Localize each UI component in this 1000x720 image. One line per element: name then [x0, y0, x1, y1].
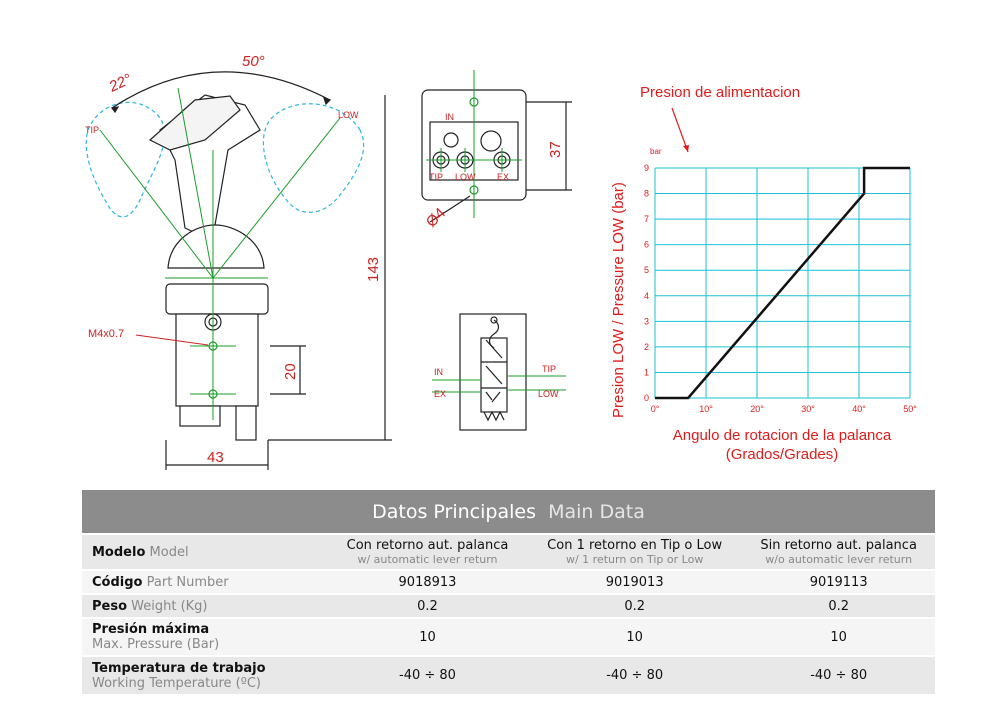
code-value-2: 9019013 — [605, 574, 664, 590]
dim-143: 143 — [365, 257, 382, 282]
chart-x-axis-label: Angulo de rotacion de la palanca — [673, 427, 892, 444]
row-model-label-es: Modelo — [92, 544, 146, 560]
dim-43: 43 — [207, 449, 224, 466]
chart-y-tick-label: 5 — [644, 265, 649, 275]
port-in-label: IN — [445, 112, 454, 122]
schematic-tip-label: TIP — [542, 364, 556, 374]
row-weight-label-es: Peso — [92, 598, 128, 614]
row-weight-label-en: Weight (Kg) — [131, 598, 208, 614]
row-temp-label-es: Temperatura de trabajo — [92, 660, 266, 676]
row-code-label-en: Part Number — [146, 574, 229, 590]
temp-value-3: -40 ÷ 80 — [810, 668, 868, 683]
chart-y-tick-label: 8 — [644, 189, 649, 199]
row-code-label-es: Código — [92, 574, 143, 590]
table-title-es: Datos Principales — [372, 500, 536, 523]
chart-y-tick-label: 3 — [644, 316, 649, 326]
chart-y-unit: bar — [650, 147, 662, 156]
port-ex-label: EX — [497, 172, 509, 182]
table-row-code: Código Part Number 9018913 9019013 90191… — [82, 570, 935, 594]
angle-22-label: 22° — [106, 71, 135, 96]
thread-label: M4x0.7 — [88, 328, 124, 340]
chart-y-ticks: 0 1 2 3 4 5 6 7 8 9 — [644, 163, 649, 403]
chart-x-axis-sublabel: (Grados/Grades) — [726, 446, 839, 463]
chart-y-tick-label: 7 — [644, 214, 649, 224]
table-header: Datos Principales Main Data — [82, 490, 935, 534]
weight-value-3: 0.2 — [828, 598, 849, 614]
table-title-en: Main Data — [548, 500, 645, 523]
pressure-value-1: 10 — [419, 629, 436, 645]
low-direction-label: LOW — [338, 110, 359, 120]
weight-value-2: 0.2 — [624, 598, 645, 614]
chart-y-tick-label: 2 — [644, 342, 649, 352]
row-temp-label-en: Working Temperature (ºC) — [92, 675, 261, 691]
port-low-label: LOW — [455, 172, 476, 182]
temp-value-2: -40 ÷ 80 — [606, 668, 664, 683]
pressure-chart: Presion de alimentacion Presion LOW / Pr… — [610, 84, 917, 463]
chart-x-ticks: 0° 10° 20° 30° 40° 50° — [651, 404, 918, 414]
tip-direction-label: TIP — [85, 125, 99, 135]
temp-value-1: -40 ÷ 80 — [399, 668, 456, 683]
chart-x-tick-label: 10° — [699, 404, 713, 414]
chart-y-tick-label: 1 — [644, 367, 649, 377]
technical-drawing: 22° 50° TIP LOW M4x0.7 143 20 43 IN TIP … — [85, 53, 917, 470]
chart-x-tick-label: 0° — [651, 404, 660, 414]
chart-y-axis-label: Presion LOW / Pressure LOW (bar) — [610, 182, 627, 418]
row-pressure-label-en: Max. Pressure (Bar) — [92, 637, 220, 652]
chart-grid — [654, 167, 911, 399]
table-row-weight: Peso Weight (Kg) 0.2 0.2 0.2 — [82, 594, 935, 618]
chart-y-tick-label: 0 — [644, 393, 649, 403]
dim-diameter-4: Ø4 — [423, 205, 449, 231]
dim-37: 37 — [547, 141, 564, 158]
schematic-ex-label: EX — [434, 389, 446, 399]
port-tip-label: TIP — [429, 172, 443, 182]
chart-y-tick-label: 4 — [644, 291, 649, 301]
chart-y-tick-label: 9 — [644, 163, 649, 173]
code-value-1: 9018913 — [398, 574, 457, 590]
chart-x-tick-label: 20° — [750, 404, 764, 414]
chart-x-tick-label: 30° — [801, 404, 815, 414]
pneumatic-schematic — [459, 313, 527, 431]
chart-title: Presion de alimentacion — [640, 84, 800, 101]
schematic-low-label: LOW — [538, 389, 559, 399]
pressure-value-3: 10 — [830, 629, 847, 645]
angle-50-label: 50° — [242, 53, 265, 70]
code-value-3: 9019113 — [809, 574, 868, 590]
pressure-value-2: 10 — [626, 629, 643, 645]
row-model-label-en: Model — [149, 544, 189, 560]
weight-value-1: 0.2 — [417, 598, 438, 614]
row-pressure-label-es: Presión máxima — [92, 622, 210, 637]
valve-side-view — [85, 71, 392, 470]
chart-x-tick-label: 50° — [903, 404, 917, 414]
chart-x-tick-label: 40° — [852, 404, 866, 414]
main-data-table: Datos Principales Main Data Modelo Model… — [82, 490, 935, 694]
chart-series-line — [655, 166, 910, 400]
schematic-in-label: IN — [434, 367, 443, 377]
chart-y-tick-label: 6 — [644, 240, 649, 250]
dim-20: 20 — [282, 363, 299, 380]
